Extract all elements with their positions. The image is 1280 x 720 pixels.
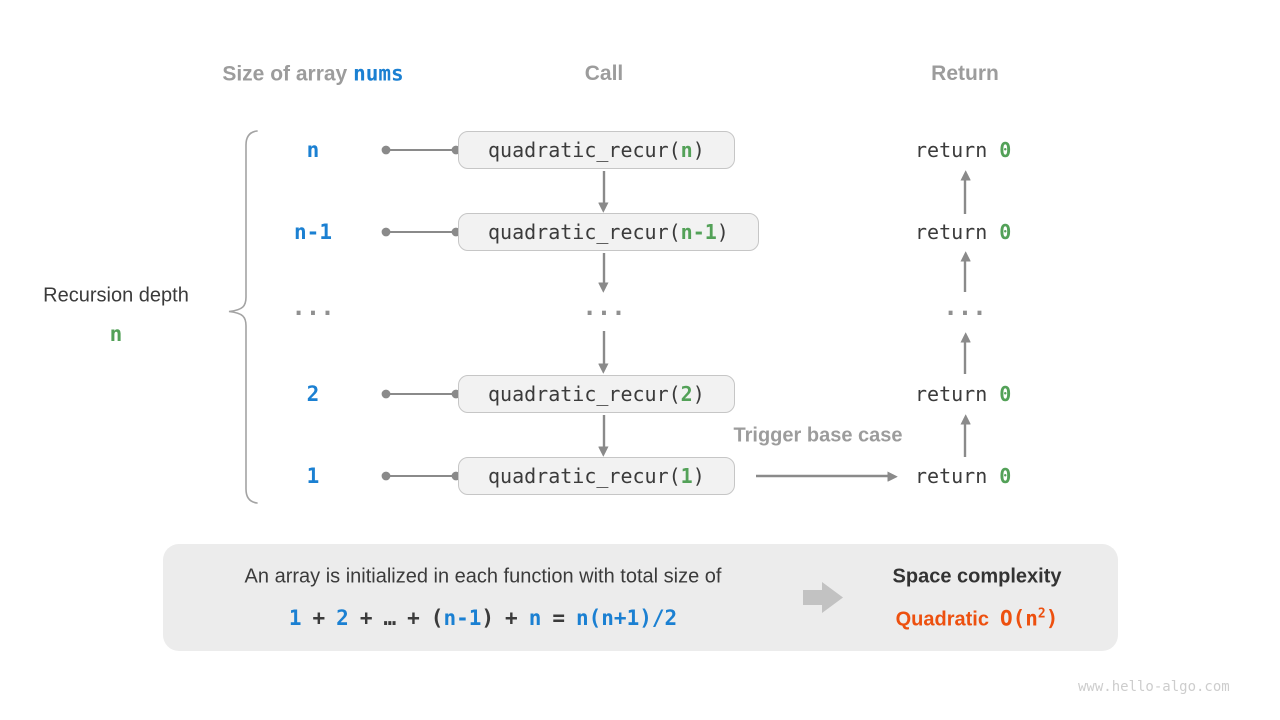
- return-value: 0: [999, 464, 1012, 488]
- formula-paren-group: (n-1): [431, 606, 494, 630]
- return-value: 0: [999, 220, 1012, 244]
- call-suffix: ): [716, 220, 729, 244]
- header-size-text: Size of array: [222, 62, 348, 86]
- return-label-row2: return 0: [915, 220, 1011, 244]
- size-connectors: [381, 145, 461, 481]
- call-suffix: ): [692, 464, 705, 488]
- formula-op: +: [407, 606, 420, 630]
- call-box-row5: quadratic_recur(1): [458, 457, 735, 495]
- formula-op: +: [312, 606, 326, 630]
- size-ellipsis: ...: [291, 293, 335, 321]
- exponent: 2: [1037, 606, 1046, 622]
- call-box-row2: quadratic_recur(n-1): [458, 213, 759, 251]
- size-label-row2: n-1: [294, 220, 332, 244]
- call-suffix: ): [692, 382, 705, 406]
- panel-formula: 1 + 2 + … + (n-1) + n = n(n+1)/2: [289, 606, 677, 630]
- return-keyword: return: [915, 220, 988, 244]
- recursion-depth-brace: [228, 130, 258, 504]
- call-arg: 1: [680, 464, 693, 488]
- formula-term: n: [528, 606, 542, 630]
- size-label-row1: n: [306, 138, 320, 162]
- formula-result: n(n+1)/2: [576, 606, 678, 630]
- call-suffix: ): [692, 138, 705, 162]
- formula-op: +: [505, 606, 518, 630]
- header-call: Call: [584, 62, 624, 85]
- complexity-word: Quadratic: [895, 608, 989, 631]
- call-box-row1: quadratic_recur(n): [458, 131, 735, 169]
- call-arg: n: [680, 138, 693, 162]
- call-prefix: quadratic_recur(: [488, 138, 681, 162]
- return-label-row4: return 0: [915, 382, 1011, 406]
- return-value: 0: [999, 382, 1012, 406]
- call-box-row4: quadratic_recur(2): [458, 375, 735, 413]
- return-ellipsis: ...: [943, 293, 987, 321]
- call-prefix: quadratic_recur(: [488, 382, 681, 406]
- return-label-row5: return 0: [915, 464, 1011, 488]
- formula-equals: =: [552, 606, 565, 630]
- watermark: www.hello-algo.com: [1078, 679, 1230, 695]
- return-value: 0: [999, 138, 1012, 162]
- space-complexity-title: Space complexity: [892, 565, 1062, 588]
- size-label-row5: 1: [306, 464, 320, 488]
- call-ellipsis: ...: [582, 293, 626, 321]
- call-arg: 2: [680, 382, 693, 406]
- formula-rparen: ): [481, 606, 495, 630]
- header-return: Return: [931, 62, 999, 85]
- formula-term: 2: [336, 606, 349, 630]
- header-nums-code: nums: [353, 61, 404, 86]
- formula-term: n-1: [443, 606, 482, 630]
- recursion-depth-value: n: [109, 322, 123, 346]
- call-prefix: quadratic_recur(: [488, 464, 681, 488]
- panel-description: An array is initialized in each function…: [244, 565, 722, 588]
- formula-term: 1: [288, 606, 302, 630]
- space-complexity-value: Quadratic O(n2): [896, 607, 1059, 632]
- call-arg: n-1: [680, 220, 717, 244]
- formula-lparen: (: [430, 606, 444, 630]
- return-label-row1: return 0: [915, 138, 1011, 162]
- big-o-notation: O(n2): [999, 606, 1059, 631]
- formula-op: +: [359, 606, 373, 630]
- return-keyword: return: [915, 464, 988, 488]
- return-keyword: return: [915, 138, 988, 162]
- trigger-base-case-label: Trigger base case: [733, 424, 903, 447]
- size-label-row4: 2: [306, 382, 320, 406]
- summary-panel: [163, 544, 1118, 651]
- return-keyword: return: [915, 382, 988, 406]
- recursion-depth-label: Recursion depth: [43, 284, 189, 307]
- call-prefix: quadratic_recur(: [488, 220, 681, 244]
- formula-ellipsis: …: [383, 606, 397, 630]
- header-size-of-array: Size of array nums: [222, 62, 403, 87]
